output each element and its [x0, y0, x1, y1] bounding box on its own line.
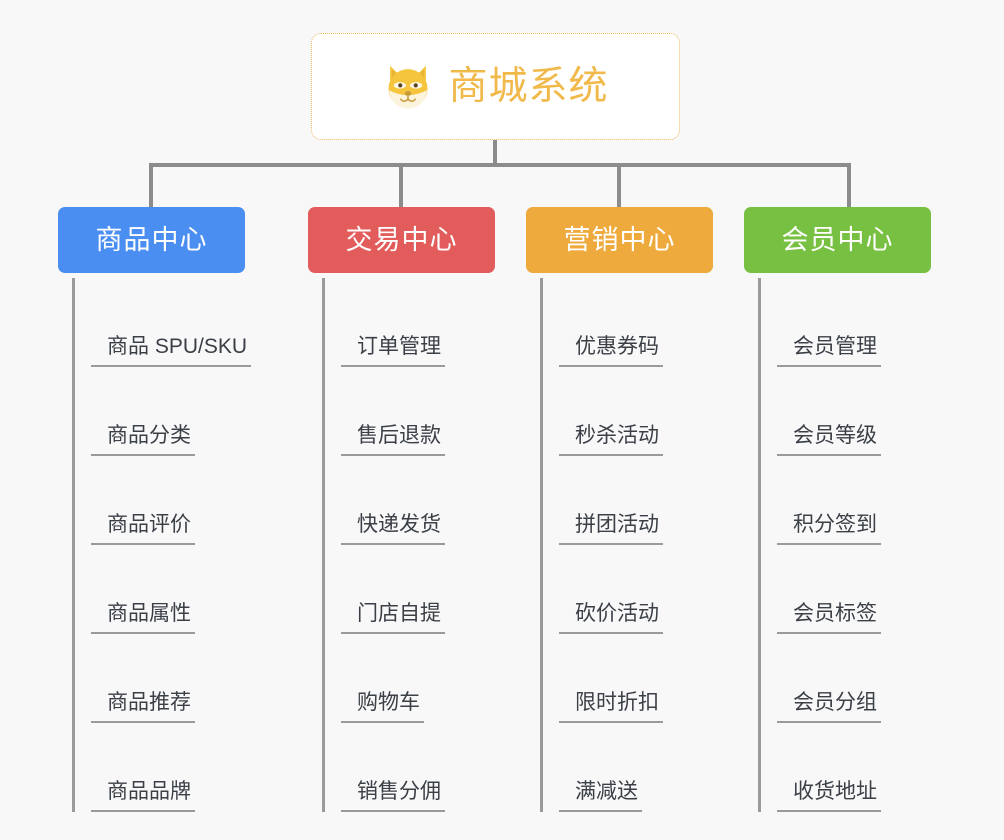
- category-header-4[interactable]: 会员中心: [744, 207, 931, 273]
- shiba-dog-face-icon: [388, 65, 428, 108]
- category-header-2[interactable]: 交易中心: [308, 207, 495, 273]
- leaf-item[interactable]: 商品属性: [75, 545, 251, 634]
- leaf-item-label: 会员标签: [777, 603, 881, 634]
- leaf-item-label: 订单管理: [341, 336, 445, 367]
- connector-drop-4: [847, 163, 851, 209]
- leaf-item[interactable]: 购物车: [325, 634, 445, 723]
- root-title: 商城系统: [448, 65, 609, 108]
- leaf-item-label: 商品 SPU/SKU: [91, 336, 252, 367]
- connector-horizontal-bus: [149, 163, 851, 167]
- leaf-item[interactable]: 商品 SPU/SKU: [75, 278, 252, 367]
- leaf-item[interactable]: 限时折扣: [543, 634, 663, 723]
- leaf-item[interactable]: 销售分佣: [325, 723, 445, 812]
- category-header-3[interactable]: 营销中心: [526, 207, 713, 273]
- category-item-list: 会员管理会员等级积分签到会员标签会员分组收货地址: [758, 278, 881, 812]
- category-item-list: 商品 SPU/SKU 商品分类商品评价商品属性商品推荐商品品牌: [72, 278, 252, 812]
- leaf-item[interactable]: 会员分组: [761, 634, 881, 723]
- leaf-item[interactable]: 砍价活动: [543, 545, 663, 634]
- leaf-item[interactable]: 门店自提: [325, 545, 445, 634]
- leaf-item[interactable]: 秒杀活动: [543, 367, 663, 456]
- leaf-item-label: 会员等级: [777, 425, 881, 456]
- leaf-item-label: 限时折扣: [559, 692, 663, 723]
- leaf-item-label: 会员分组: [777, 692, 881, 723]
- leaf-item-label: 销售分佣: [341, 781, 445, 812]
- leaf-item[interactable]: 快递发货: [325, 456, 445, 545]
- category-label: 商品中心: [95, 224, 208, 255]
- connector-drop-1: [149, 163, 153, 209]
- leaf-item[interactable]: 收货地址: [761, 723, 881, 812]
- leaf-item-label: 门店自提: [341, 603, 445, 634]
- leaf-item-label: 积分签到: [777, 514, 881, 545]
- leaf-item-label: 商品品牌: [91, 781, 195, 812]
- category-item-list: 优惠券码秒杀活动拼团活动砍价活动限时折扣满减送: [540, 278, 663, 812]
- leaf-item-label: 购物车: [341, 692, 424, 723]
- connector-drop-2: [399, 163, 403, 209]
- leaf-item[interactable]: 商品评价: [75, 456, 251, 545]
- category-header-1[interactable]: 商品中心: [58, 207, 245, 273]
- leaf-item-label: 售后退款: [341, 425, 445, 456]
- leaf-item-label: 商品分类: [91, 425, 195, 456]
- leaf-item-label: 会员管理: [777, 336, 881, 367]
- leaf-item-label: 砍价活动: [559, 603, 663, 634]
- leaf-item[interactable]: 积分签到: [761, 456, 881, 545]
- leaf-item-label: 收货地址: [777, 781, 881, 812]
- category-item-list: 订单管理售后退款快递发货门店自提购物车销售分佣: [322, 278, 445, 812]
- leaf-item[interactable]: 售后退款: [325, 367, 445, 456]
- leaf-item[interactable]: 会员标签: [761, 545, 881, 634]
- leaf-item-label: 秒杀活动: [559, 425, 663, 456]
- leaf-item[interactable]: 满减送: [543, 723, 663, 812]
- leaf-item[interactable]: 订单管理: [325, 278, 445, 367]
- leaf-item-label: 优惠券码: [559, 336, 663, 367]
- root-node[interactable]: 商城系统: [311, 33, 680, 140]
- category-label: 会员中心: [781, 224, 894, 255]
- leaf-item-label: 商品推荐: [91, 692, 195, 723]
- leaf-item-label: 满减送: [559, 781, 642, 812]
- leaf-item[interactable]: 会员管理: [761, 278, 881, 367]
- connector-root-stem: [493, 140, 497, 165]
- leaf-item[interactable]: 商品推荐: [75, 634, 251, 723]
- leaf-item[interactable]: 商品分类: [75, 367, 251, 456]
- leaf-item-label: 拼团活动: [559, 514, 663, 545]
- leaf-item-label: 快递发货: [341, 514, 445, 545]
- category-label: 营销中心: [563, 224, 676, 255]
- leaf-item-label: 商品评价: [91, 514, 195, 545]
- leaf-item[interactable]: 拼团活动: [543, 456, 663, 545]
- leaf-item[interactable]: 商品品牌: [75, 723, 251, 812]
- leaf-item-label: 商品属性: [91, 603, 195, 634]
- connector-drop-3: [617, 163, 621, 209]
- category-label: 交易中心: [345, 224, 458, 255]
- leaf-item[interactable]: 优惠券码: [543, 278, 663, 367]
- leaf-item[interactable]: 会员等级: [761, 367, 881, 456]
